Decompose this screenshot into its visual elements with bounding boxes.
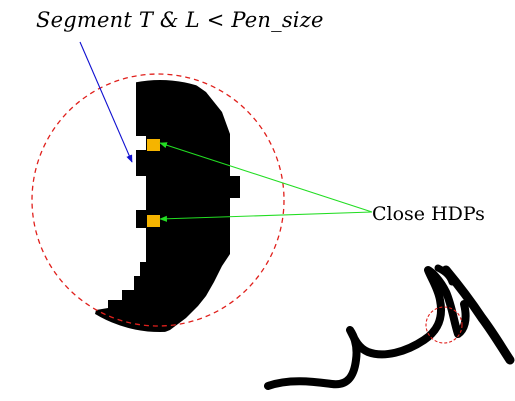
zoomed-stroke-pixels: [94, 72, 240, 338]
zoomed-stroke-segment: [94, 72, 240, 338]
segment-label: Segment T & L < Pen_size: [36, 8, 324, 32]
hdp-marker-upper: [147, 139, 160, 151]
handwritten-word: [268, 268, 510, 386]
word-main-stroke: [268, 270, 466, 386]
segment-arrow: [80, 42, 132, 162]
hdp-marker-lower: [147, 215, 160, 227]
close-hdps-label: Close HDPs: [372, 203, 485, 225]
